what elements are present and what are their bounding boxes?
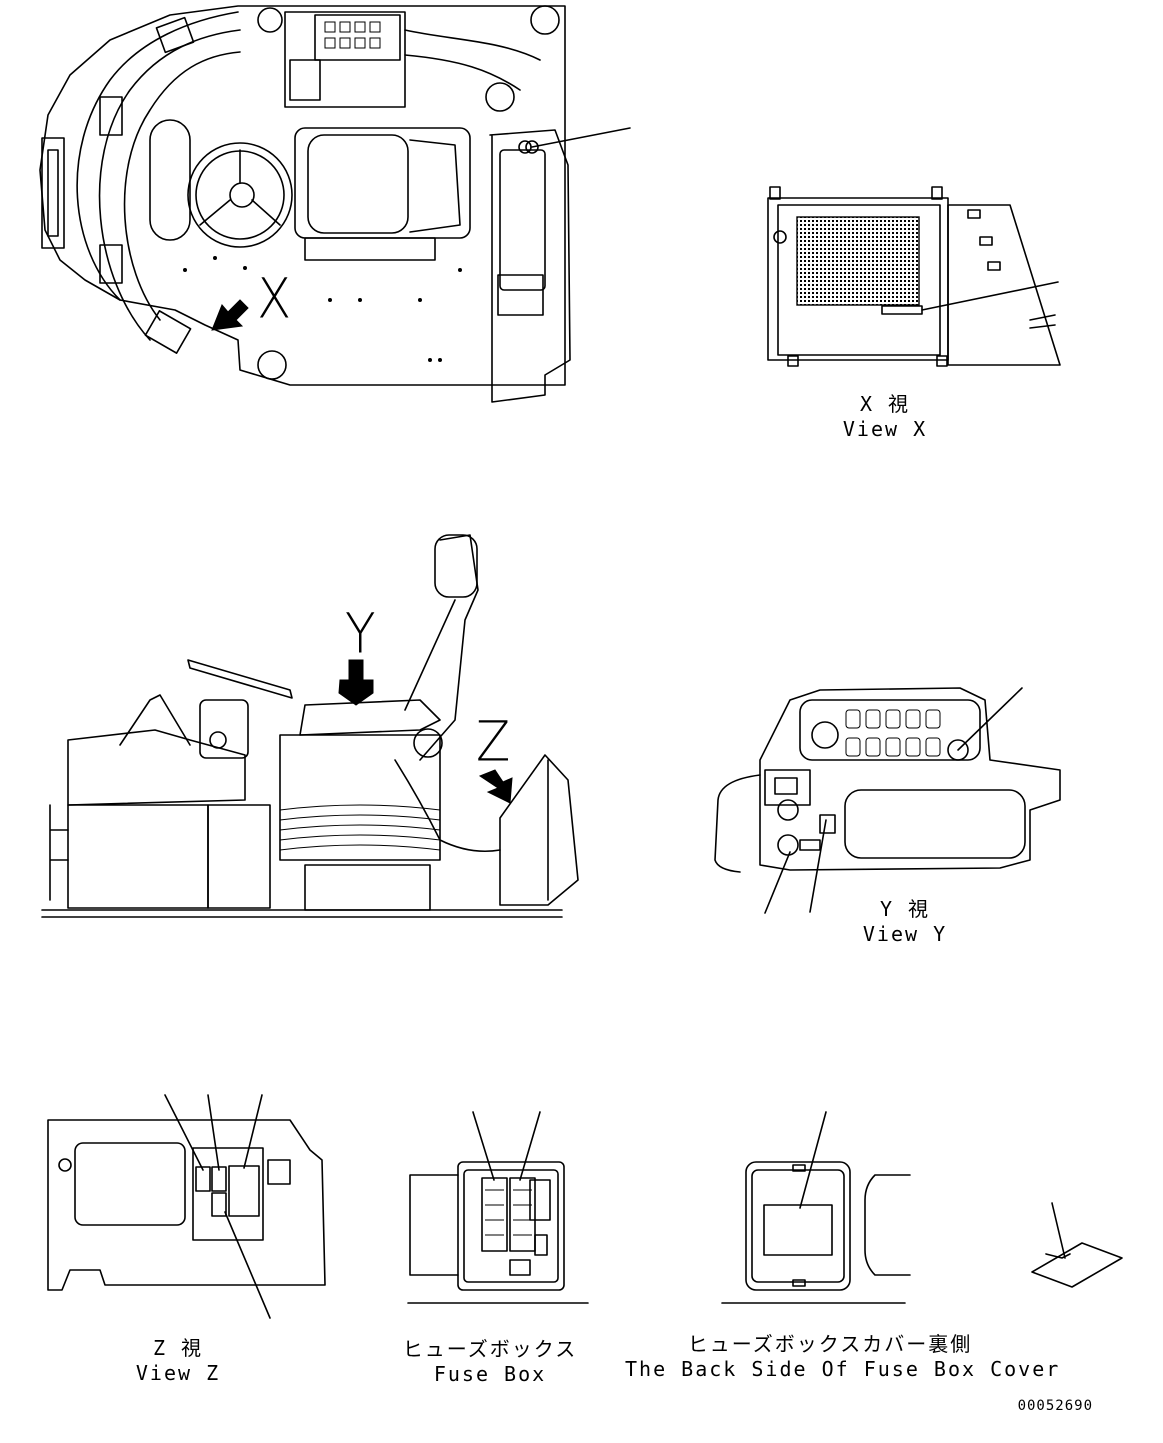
view-x-label-spot	[881, 305, 923, 315]
fuse-block-2	[509, 1177, 536, 1252]
view-x-letter: X	[257, 267, 292, 331]
fuse-box-cover-drawing	[721, 1111, 1123, 1304]
view-x-drawing	[767, 186, 1061, 367]
top-plan-view	[39, 5, 631, 403]
side-fuse-panel	[499, 754, 579, 906]
view-y-arrow	[338, 679, 374, 706]
steering-column-plate	[149, 119, 191, 241]
leader-line-top-1	[531, 127, 631, 148]
dash-gauge-2	[99, 244, 123, 284]
view-z-arrow	[478, 769, 513, 804]
leader-line-view-y-3	[809, 819, 827, 913]
dashboard-arc	[76, 11, 239, 301]
view-z-caption-en: View Z	[135, 1361, 221, 1385]
dash-lamp-1	[41, 137, 65, 249]
seat-bellows	[279, 804, 441, 851]
view-y-caption: Y 視 View Y	[835, 893, 975, 946]
fuse-cover-label	[763, 1204, 833, 1256]
drawing-number: 00052690	[1017, 1398, 1093, 1414]
fuse-box-cover-caption: ヒューズボックスカバー裏側 The Back Side Of Fuse Box …	[625, 1328, 1061, 1381]
leader-line-fuse-2	[519, 1111, 541, 1181]
fuse-box-caption-jp: ヒューズボックス	[402, 1337, 578, 1361]
steering-wheel	[187, 142, 293, 248]
fuse-block-1	[481, 1177, 508, 1252]
fuse-box-body	[457, 1161, 565, 1291]
air-grille	[796, 216, 920, 306]
view-y-console	[759, 687, 1061, 871]
view-y-switches	[845, 709, 941, 757]
view-z-caption-jp: Z 視	[152, 1336, 204, 1360]
view-z-caption: Z 視 View Z	[108, 1332, 248, 1385]
z-label-4	[211, 1192, 227, 1217]
view-x-arrow	[211, 299, 249, 331]
view-z-letter: Z	[476, 710, 511, 774]
fuse-box-cover-panel	[489, 129, 571, 403]
fuse-box-drawing	[407, 1111, 589, 1304]
leader-line-view-y-2	[764, 851, 791, 914]
key-switch	[947, 739, 969, 761]
z-label-3	[228, 1165, 260, 1217]
view-y-caption-jp: Y 視	[879, 897, 931, 921]
view-z-drawing	[47, 1094, 326, 1319]
leader-line-z-4	[224, 1211, 271, 1319]
view-z-panel	[47, 1119, 326, 1291]
view-y-caption-en: View Y	[862, 922, 948, 946]
leader-line-view-x	[921, 281, 1059, 311]
leader-line-fuse-1	[472, 1111, 495, 1181]
fuse-box-caption-en: Fuse Box	[433, 1362, 547, 1386]
view-x-caption: X 視 View X	[815, 388, 955, 441]
console-top	[284, 11, 406, 108]
loose-label	[1031, 1242, 1123, 1288]
z-label-1	[195, 1166, 211, 1192]
fuse-box-cover-caption-en: The Back Side Of Fuse Box Cover	[625, 1357, 1061, 1381]
view-x-caption-en: View X	[842, 417, 928, 441]
leader-line-z-3	[243, 1094, 263, 1169]
console-switches	[324, 21, 381, 49]
fuse-cover-body	[745, 1161, 851, 1291]
fuse-box-cover-caption-jp: ヒューズボックスカバー裏側	[687, 1332, 973, 1356]
dash-gauge-1	[99, 96, 123, 136]
floor-plate	[39, 5, 566, 386]
leader-line-z-2	[207, 1094, 220, 1171]
view-y-letter: Y	[345, 602, 376, 666]
leader-line-z-1	[164, 1094, 204, 1171]
view-y-drawing	[714, 687, 1061, 914]
side-elevation-view	[41, 534, 579, 918]
fuse-box-caption: ヒューズボックス Fuse Box	[400, 1333, 580, 1386]
leader-line-view-y-1	[957, 687, 1023, 751]
leader-line-cover	[799, 1111, 827, 1209]
seat-side	[299, 699, 441, 736]
view-x-caption-jp: X 視	[859, 392, 911, 416]
